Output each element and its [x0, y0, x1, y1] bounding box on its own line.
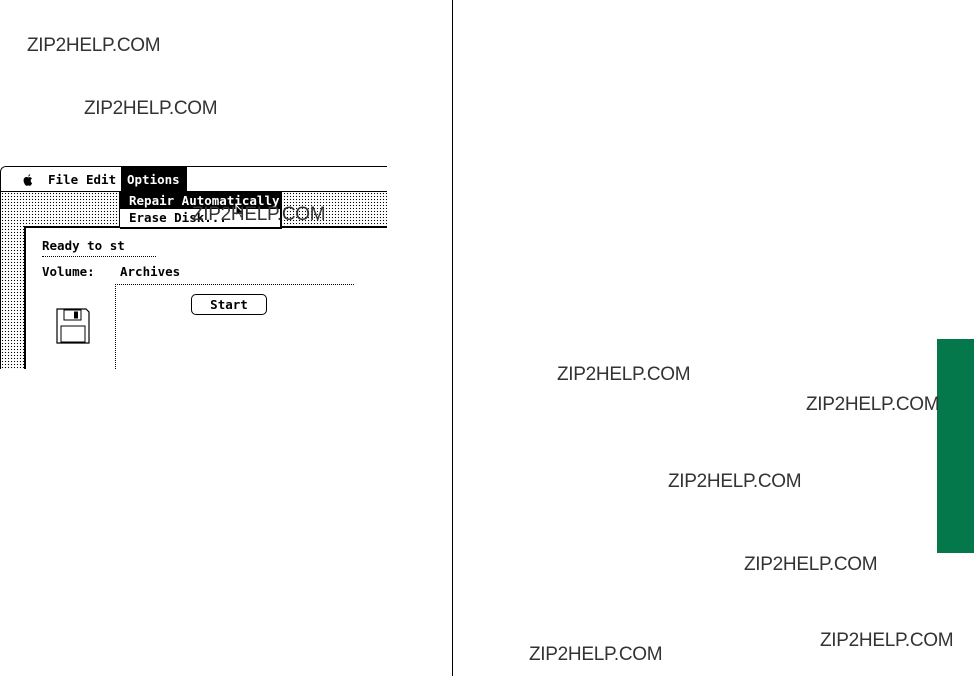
watermark: ZIP2HELP.COM	[744, 554, 878, 575]
watermark: ZIP2HELP.COM	[668, 471, 802, 492]
arrow-cursor-icon	[235, 204, 245, 219]
menu-file[interactable]: File	[48, 172, 79, 187]
watermark: ZIP2HELP.COM	[192, 204, 326, 225]
status-underline	[42, 256, 156, 257]
apple-icon[interactable]	[21, 173, 35, 187]
watermark: ZIP2HELP.COM	[529, 644, 663, 665]
page-divider	[452, 0, 453, 676]
menu-options[interactable]: Options	[121, 167, 187, 191]
mac-screen: File Edit Options Ready to st Volume: Ar…	[0, 166, 387, 369]
watermark: ZIP2HELP.COM	[806, 394, 940, 415]
section-tab	[937, 339, 974, 553]
status-text: Ready to st	[42, 238, 125, 253]
watermark: ZIP2HELP.COM	[84, 98, 218, 119]
options-menu: Repair Automatically Erase Disk...	[119, 191, 281, 228]
disk-first-aid-window: Ready to st Volume: Archives Start	[24, 226, 387, 369]
menu-item-erase-disk[interactable]: Erase Disk...	[129, 210, 227, 225]
results-area	[115, 284, 354, 369]
start-button[interactable]: Start	[191, 294, 267, 315]
watermark: ZIP2HELP.COM	[557, 364, 691, 385]
volume-label: Volume:	[42, 264, 95, 279]
menu-item-repair-automatically[interactable]: Repair Automatically	[120, 192, 280, 209]
watermark: ZIP2HELP.COM	[820, 630, 954, 651]
volume-value: Archives	[120, 264, 181, 279]
watermark: ZIP2HELP.COM	[27, 35, 161, 56]
menu-bar: File Edit Options	[1, 167, 387, 192]
menu-edit[interactable]: Edit	[86, 172, 117, 187]
floppy-disk-icon[interactable]	[56, 308, 90, 344]
